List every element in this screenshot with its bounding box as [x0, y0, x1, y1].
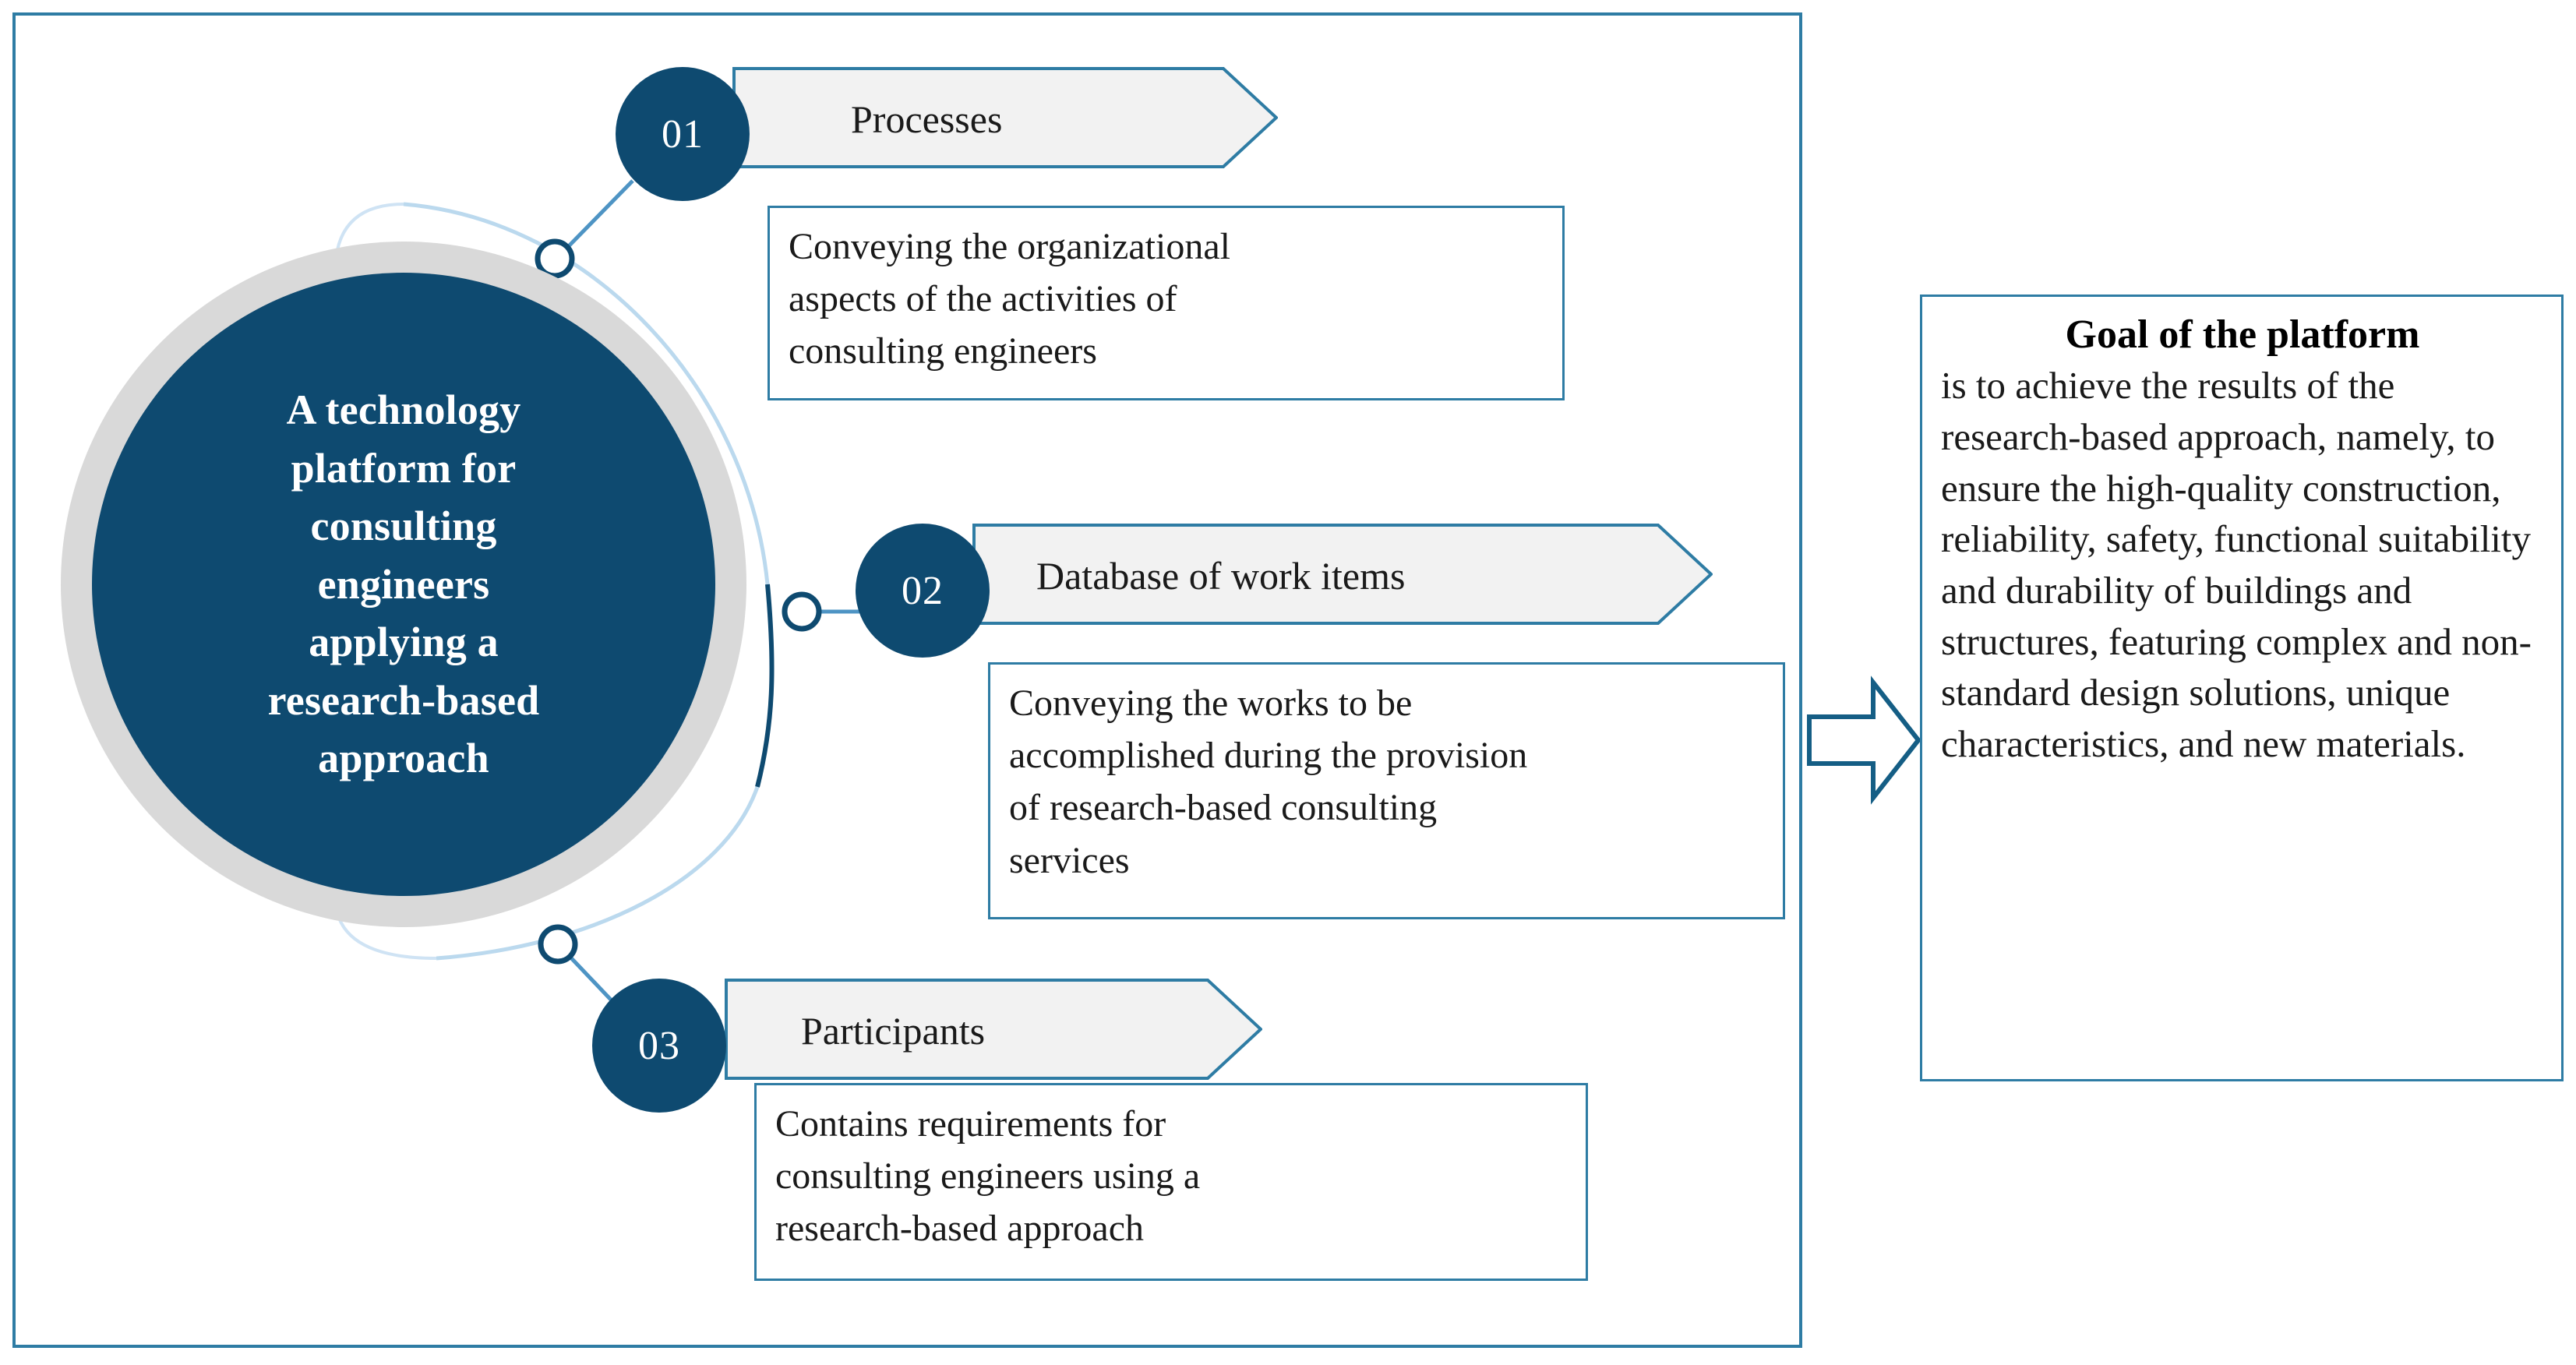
item-03-title: Participants	[801, 1009, 986, 1053]
item-01-chevron	[732, 67, 1278, 168]
item-03-description: Contains requirements for consulting eng…	[775, 1103, 1201, 1250]
item-02-description: Conveying the works to be accomplished d…	[1009, 682, 1528, 881]
right-arrow-icon	[1807, 675, 1921, 805]
center-circle: A technology platform for consulting eng…	[92, 273, 715, 896]
item-02-description-box: Conveying the works to be accomplished d…	[988, 662, 1785, 919]
goal-panel-body: is to achieve the results of the researc…	[1941, 364, 2532, 765]
item-02-badge: 02	[856, 524, 990, 658]
goal-panel: Goal of the platform is to achieve the r…	[1920, 295, 2564, 1081]
goal-panel-title: Goal of the platform	[2065, 312, 2420, 357]
item-03-number: 03	[638, 1023, 680, 1068]
item-02-number: 02	[902, 568, 944, 613]
chevron-shape-01	[732, 67, 1278, 168]
item-01-number: 01	[662, 111, 704, 157]
chevron-shape-03	[725, 979, 1262, 1080]
item-01-description: Conveying the organizational aspects of …	[789, 226, 1230, 372]
item-01-description-box: Conveying the organizational aspects of …	[768, 206, 1565, 400]
item-01-title: Processes	[851, 97, 1003, 141]
item-02-title: Database of work items	[1036, 554, 1406, 598]
item-03-description-box: Contains requirements for consulting eng…	[754, 1083, 1588, 1281]
item-01-badge: 01	[616, 67, 750, 201]
center-circle-label: A technology platform for consulting eng…	[267, 386, 540, 782]
item-03-badge: 03	[592, 979, 726, 1113]
item-03-chevron	[725, 979, 1262, 1080]
